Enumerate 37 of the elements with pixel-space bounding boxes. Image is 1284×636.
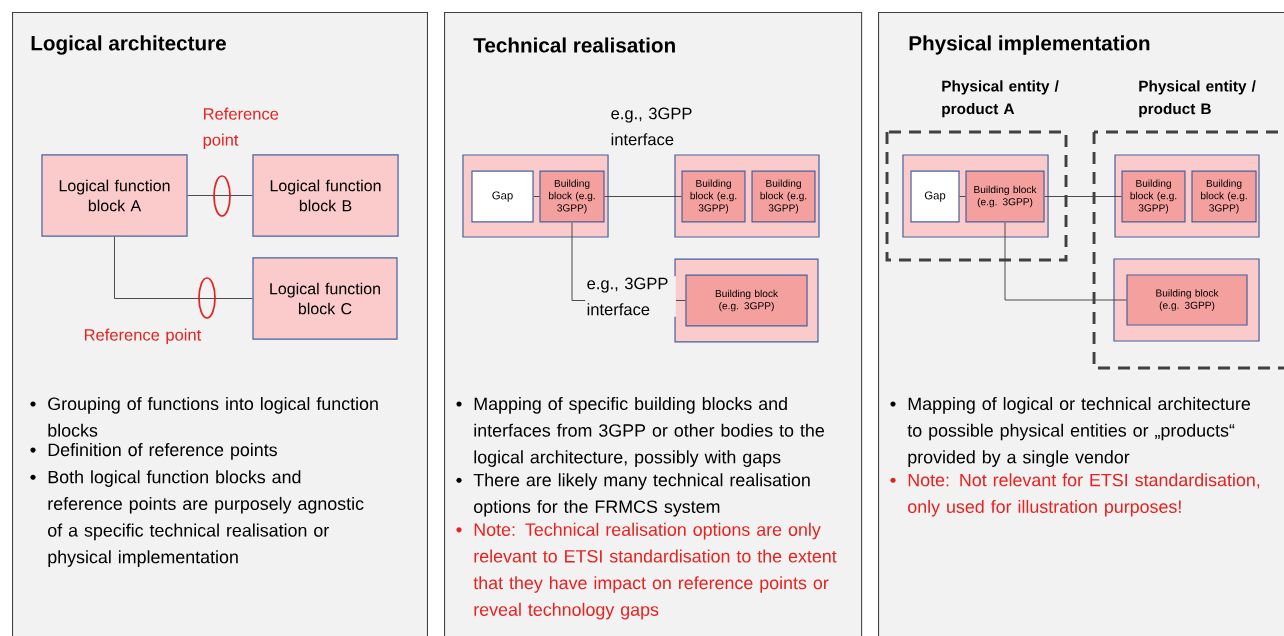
bullet-item: Definition of reference points [30, 443, 277, 460]
edge-label: Reference point [203, 107, 279, 149]
building-block: Building block (e.g. 3GPP) [685, 274, 808, 327]
edge-label: e.g., 3GPP interface [587, 277, 668, 316]
bullet-item: Grouping of functions into logical function blocks [30, 397, 378, 437]
connector [1004, 222, 1127, 301]
connector [533, 196, 540, 197]
bullet-item: Note: Not relevant for ETSI standardisation, only used for illustration purposes! [890, 473, 1260, 517]
edge-label: Reference point [84, 328, 202, 344]
panel-title: Physical implementation [909, 35, 1150, 55]
building-block: Building block (e.g. 3GPP) [1126, 274, 1248, 326]
entity-heading: Physical entity / product A [942, 80, 1059, 118]
building-block: Building block (e.g. 3GPP) [965, 170, 1045, 223]
panel-title: Logical architecture [31, 35, 226, 55]
building-block: Building block (e.g. 3GPP) [539, 170, 605, 223]
connector [604, 196, 682, 197]
building-block: Building block (e.g. 3GPP) [681, 170, 746, 223]
gap-box: Gap [471, 170, 534, 223]
edge-label: e.g., 3GPP interface [611, 107, 692, 146]
bullet-item: Mapping of logical or technical architecture to possible physical entities or „products“ provided by a single vendor [890, 397, 1250, 467]
building-block: Building block (e.g. 3GPP) [751, 170, 816, 223]
bullet-item: Both logical function blocks and reference points are purposely agnostic of a specific technical realisation or physical implementation [30, 470, 364, 567]
connector [1044, 196, 1122, 197]
connector [959, 196, 966, 197]
building-block: Building block (e.g. 3GPP) [1121, 170, 1186, 223]
bullet-item: Note: Technical realisation options are only relevant to ETSI standardisation to the extent that they have impact on reference points or reveal technology gaps [456, 522, 837, 620]
function-block: Logical function block A [41, 154, 188, 237]
connector [114, 236, 253, 299]
bullet-item: Mapping of specific building blocks and interfaces from 3GPP or other bodies to the logical architecture, possibly with gaps [456, 397, 824, 467]
panel-title: Technical realisation [473, 37, 675, 53]
entity-heading: Physical entity / product B [1139, 80, 1256, 118]
bullet-item: There are likely many technical realisation options for the FRMCS system [456, 473, 810, 517]
connector [187, 195, 253, 196]
function-block: Logical function block B [252, 154, 399, 237]
gap-box: Gap [910, 170, 960, 223]
building-block: Building block (e.g. 3GPP) [1191, 170, 1257, 223]
function-block: Logical function block C [252, 257, 398, 340]
